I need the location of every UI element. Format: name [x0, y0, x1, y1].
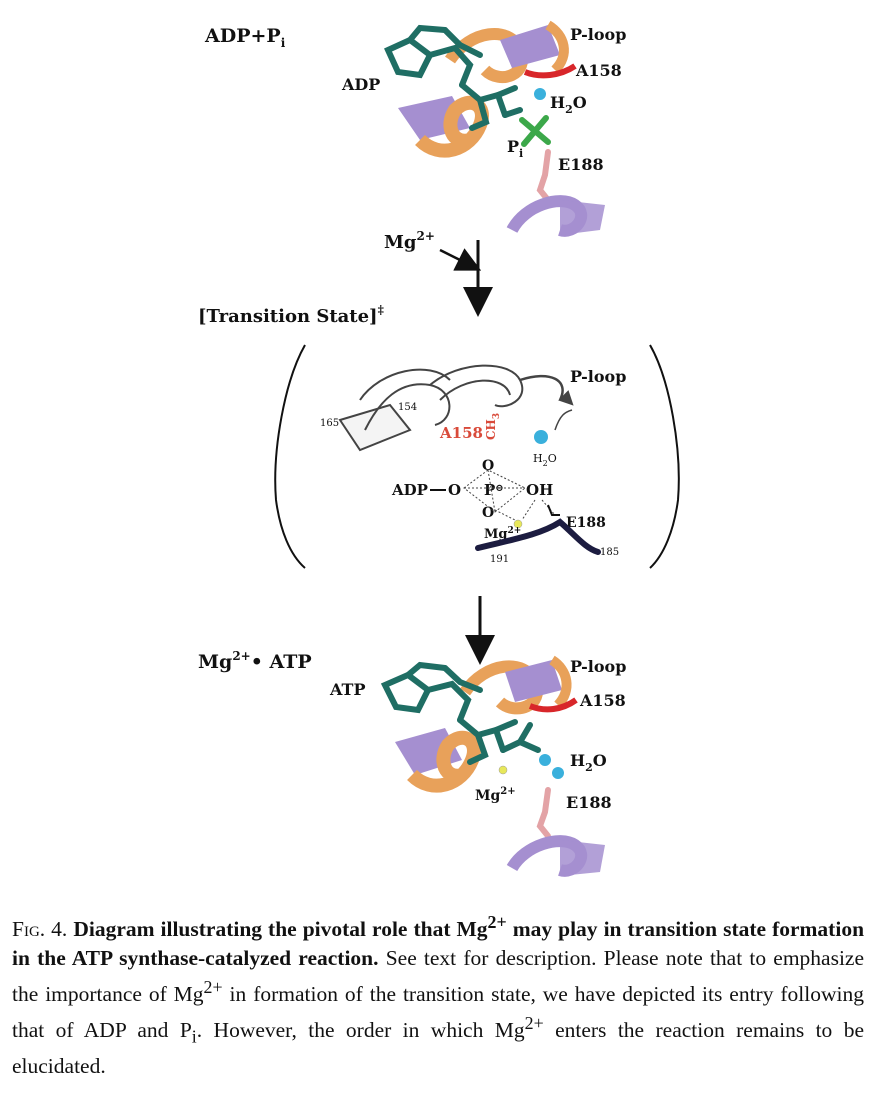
panel-top-title: ADP+Pi: [204, 25, 286, 50]
protein-ribbon-bottom: [395, 655, 578, 793]
helix-bottom-top: [506, 195, 605, 237]
caption-body: See text for description. Please note th…: [12, 946, 865, 1078]
e188-label: E188: [558, 155, 604, 174]
oxygen-bottom-label: O: [482, 505, 494, 521]
arrow-mg-entry: Mg2+: [384, 229, 493, 317]
bottom-water-2: [552, 767, 564, 779]
e188-residue: [536, 149, 551, 203]
adp-label: ADP: [341, 75, 380, 94]
bracket-left: [274, 344, 306, 569]
bottom-mg-label: Mg2+: [475, 786, 516, 804]
figure-caption: Fig. 4. Diagram illustrating the pivotal…: [12, 908, 864, 1081]
phosphate-molecule: [519, 115, 551, 147]
hydroxyl-label: OH: [526, 481, 553, 499]
panel-adp-pi: ADP+Pi ADP P-loop A158 H2O: [204, 20, 626, 237]
ts-ch3-label: CH3: [484, 413, 502, 440]
oxygen-top-label: O: [482, 458, 494, 474]
ts-mg-label: Mg2+: [484, 526, 521, 542]
bottom-e188-label: E188: [566, 793, 612, 812]
figure-diagram: ADP+Pi ADP P-loop A158 H2O: [198, 20, 680, 877]
ploop-label: P-loop: [570, 25, 626, 44]
bottom-water-label: H2O: [570, 751, 607, 774]
protein-ribbon-top: [398, 20, 577, 158]
residue-165-label: 165: [320, 418, 339, 429]
ts-a158-label: A158: [439, 424, 483, 442]
residue-185-label: 185: [600, 547, 619, 558]
a158-label: A158: [575, 61, 622, 80]
residue-191-label: 191: [490, 554, 509, 565]
pentacovalent-phosphate: O ADP O P⊖ OH O: [391, 458, 556, 521]
water-approach-arrow: [554, 409, 573, 431]
ts-strand: [475, 518, 601, 555]
oxygen-left-label: O: [448, 481, 461, 499]
phosphorus-label: P⊖: [484, 481, 504, 499]
panel-bottom-title: Mg2+• ATP: [198, 649, 312, 673]
bottom-mg-ion: [498, 765, 508, 775]
water-label: H2O: [550, 93, 587, 116]
ts-ploop-label: P-loop: [570, 367, 626, 386]
water-molecule: [534, 88, 546, 100]
ts-protein-outline: [338, 364, 574, 452]
ts-e188-label: E188: [566, 515, 606, 531]
panel-transition-state: [Transition State]‡ 165 154 P-loop A158 …: [198, 303, 680, 569]
helix-bottom-bottom: [506, 835, 605, 877]
bracket-right: [649, 344, 680, 569]
caption-bold-title: Diagram illustrating the pivotal role th…: [12, 912, 865, 971]
ts-mg-ion: [513, 519, 523, 529]
bottom-water-1: [539, 754, 551, 766]
bottom-e188-residue: [536, 787, 551, 839]
adp-molecule: [384, 24, 523, 131]
ts-water-label: H2O: [533, 452, 557, 468]
atp-molecule: [380, 661, 541, 765]
residue-154-label: 154: [398, 402, 417, 413]
ts-adp-label: ADP: [391, 481, 428, 499]
ts-e188-residue: [547, 504, 560, 516]
bottom-a158-label: A158: [579, 691, 626, 710]
mg-entry-label: Mg2+: [384, 229, 435, 253]
pi-label: Pi: [507, 137, 523, 160]
bottom-ploop-label: P-loop: [570, 657, 626, 676]
atp-label: ATP: [329, 680, 365, 699]
panel-mg-atp: Mg2+• ATP ATP P-loop A158 H2O Mg2+: [198, 649, 626, 877]
caption-figure-number: Fig. 4.: [12, 917, 68, 942]
transition-state-title: [Transition State]‡: [198, 303, 384, 327]
ts-water-molecule: [534, 430, 548, 444]
